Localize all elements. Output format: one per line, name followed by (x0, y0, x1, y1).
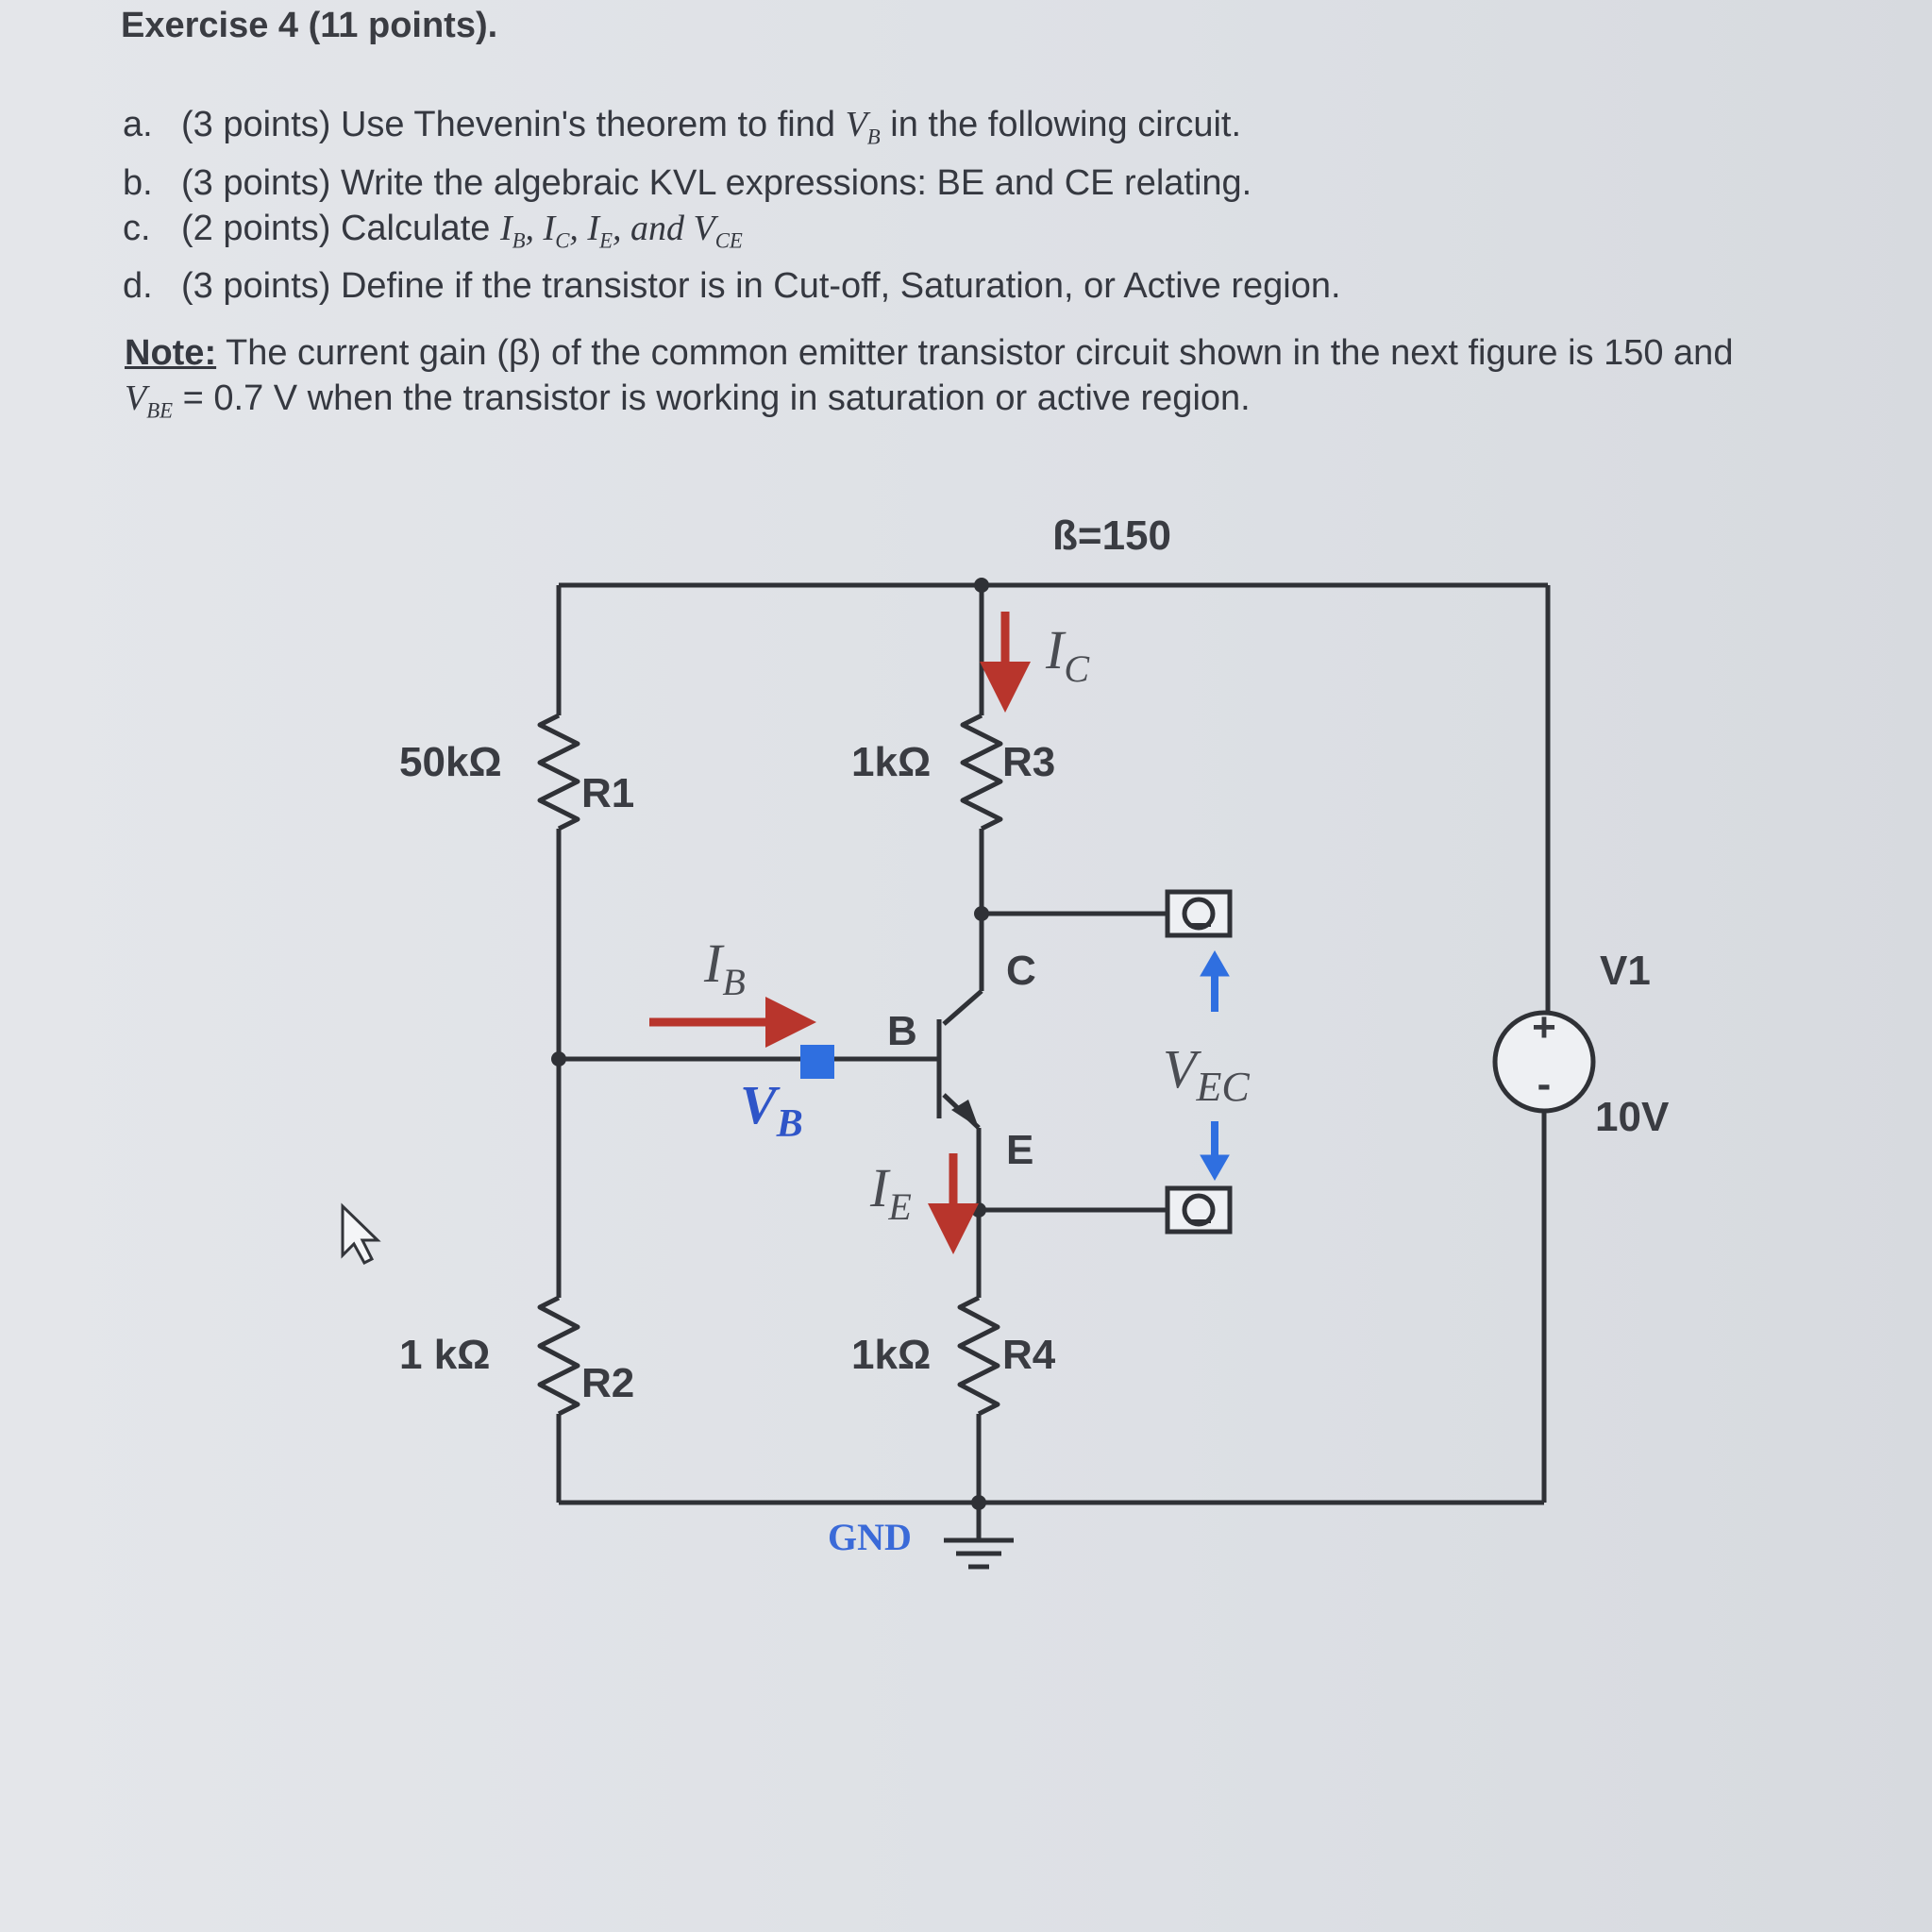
vbe-symbol: VBE (125, 378, 174, 423)
vb-node-marker (800, 1045, 834, 1079)
mouse-cursor-icon (341, 1202, 381, 1265)
question-list: a. (3 points) Use Thevenin's theorem to f… (123, 102, 1341, 309)
source-value: 10V (1595, 1094, 1670, 1140)
r3-value: 1kΩ (851, 739, 931, 785)
question-text: (3 points) Define if the transistor is i… (181, 266, 1341, 307)
vec-label: VEC (1163, 1038, 1250, 1110)
question-letter: b. (123, 162, 153, 203)
source-minus: - (1537, 1061, 1552, 1107)
note-block: Note: The current gain (β) of the common… (125, 330, 1733, 434)
vec-arrow-down-icon (1200, 1121, 1230, 1182)
r2-zigzag-icon (537, 1295, 580, 1417)
note-line-1: Note: The current gain (β) of the common… (125, 330, 1733, 376)
r4-value: 1kΩ (851, 1332, 931, 1378)
emitter-arrow-icon (951, 1100, 979, 1128)
exercise-title: Exercise 4 (11 points). (121, 6, 498, 45)
r1-value: 50kΩ (399, 739, 502, 785)
question-text: (2 points) Calculate (181, 208, 500, 248)
ground-icon (944, 1537, 1014, 1570)
currents-symbols: IB, IC, IE, and VCE (499, 208, 743, 253)
ie-label: IE (869, 1157, 912, 1228)
question-letter: a. (123, 105, 153, 144)
r1-zigzag-icon (537, 713, 580, 832)
source-name: V1 (1600, 948, 1651, 994)
ib-label: IB (703, 932, 746, 1003)
question-letter: d. (123, 266, 153, 307)
note-text-2: = 0.7 V when the transistor is working i… (173, 378, 1251, 418)
ic-label: IC (1045, 619, 1090, 690)
note-text: The current gain (β) of the common emitt… (216, 333, 1734, 373)
r4-zigzag-icon (957, 1295, 1000, 1417)
vb-symbol: VB (845, 105, 881, 149)
base-terminal-label: B (887, 1008, 917, 1054)
r2-value: 1 kΩ (399, 1332, 490, 1378)
collector-terminal-label: C (1006, 948, 1036, 994)
question-text: (3 points) Write the algebraic KVL expre… (181, 162, 1252, 203)
resistors (537, 713, 1003, 1417)
r3-zigzag-icon (960, 713, 1003, 832)
question-c: c. (2 points) Calculate IB, IC, IE, and V… (123, 206, 1341, 264)
probe-e-icon (1165, 1185, 1233, 1235)
note-line-2: VBE = 0.7 V when the transistor is worki… (125, 376, 1733, 434)
question-letter: c. (123, 208, 151, 248)
beta-label: ß=150 (1052, 512, 1171, 559)
gnd-label: GND (828, 1516, 912, 1558)
r3-name: R3 (1002, 739, 1055, 785)
r4-name: R4 (1002, 1332, 1056, 1378)
note-label: Note: (125, 333, 217, 373)
r1-name: R1 (581, 770, 634, 816)
voltage-source-icon (1492, 1010, 1596, 1114)
vec-arrow-up-icon (1200, 949, 1230, 1012)
question-text: (3 points) Use Thevenin's theorem to fin… (181, 105, 846, 144)
question-b: b. (3 points) Write the algebraic KVL exp… (123, 160, 1341, 206)
emitter-terminal-label: E (1006, 1127, 1033, 1173)
question-d: d. (3 points) Define if the transistor is… (123, 263, 1341, 309)
vb-label: VB (740, 1074, 803, 1146)
r2-name: R2 (581, 1360, 634, 1406)
wires (556, 582, 1551, 1538)
probe-c-icon (1165, 889, 1233, 938)
source-plus: + (1532, 1004, 1556, 1050)
question-a: a. (3 points) Use Thevenin's theorem to f… (123, 102, 1341, 160)
question-text-end: in the following circuit. (880, 105, 1242, 144)
